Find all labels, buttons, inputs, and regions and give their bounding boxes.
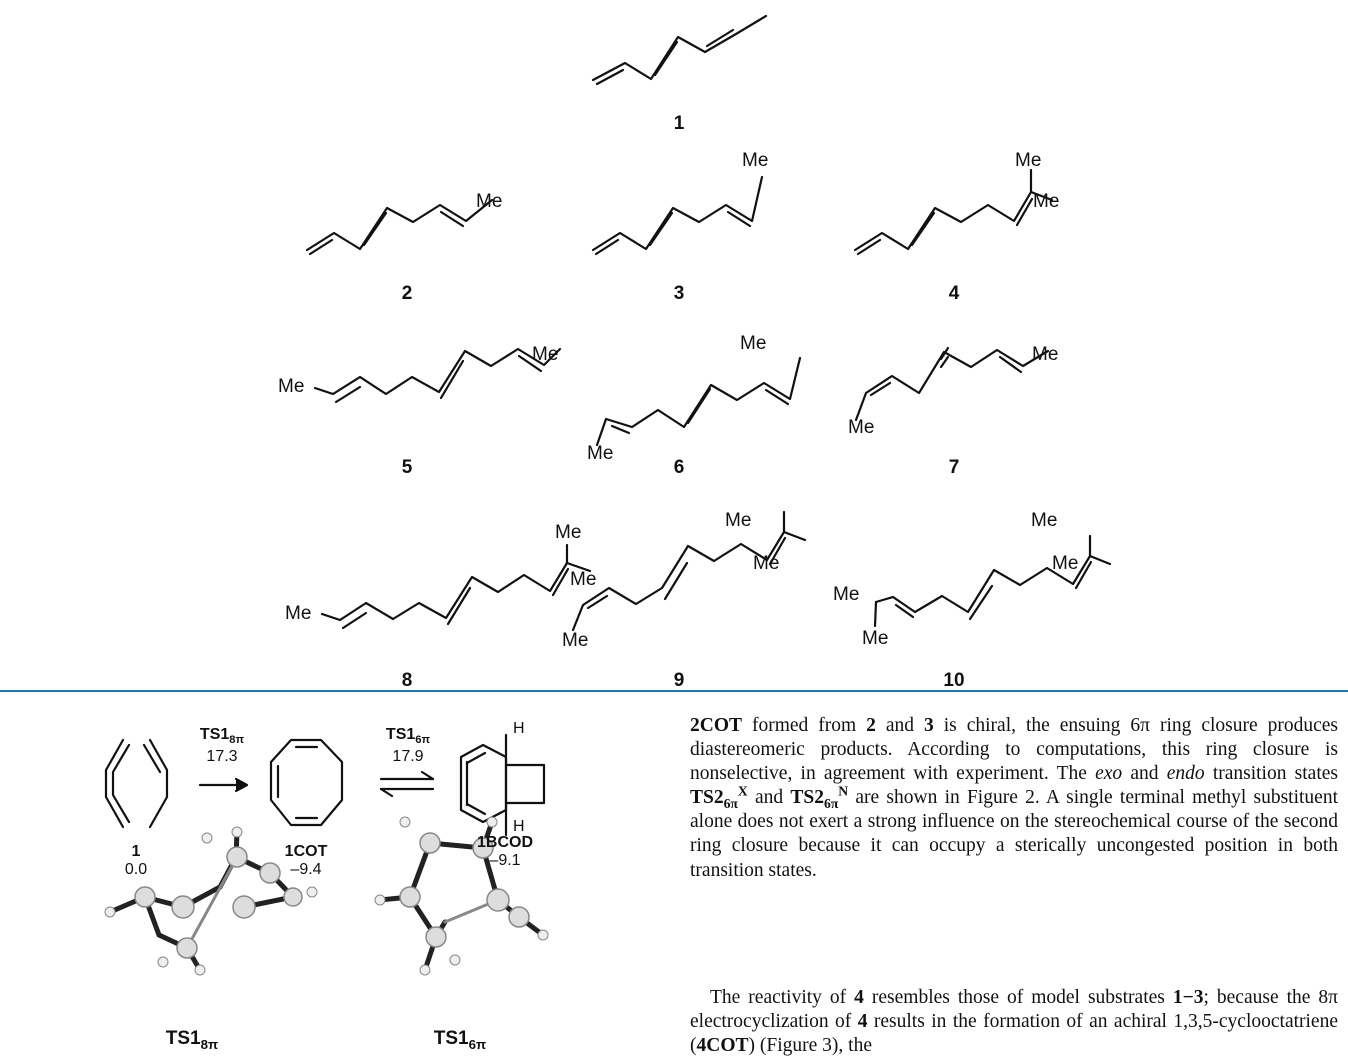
ring-structure-1cot [269, 738, 344, 827]
me-label-10a: Me [833, 584, 860, 605]
structure-8 [320, 543, 592, 630]
me-label-5b: Me [532, 344, 559, 365]
me-label-4a: Me [1015, 150, 1042, 171]
me-label-7a: Me [848, 417, 875, 438]
compound-label-3: 3 [673, 283, 685, 304]
me-label-10b: Me [862, 628, 889, 649]
ts-6pi-energy: 17.9 [392, 748, 424, 765]
compound-label-1: 1 [673, 113, 685, 134]
me-label-5a: Me [278, 376, 305, 397]
bcod-label: 1BCOD [476, 834, 534, 851]
cpd1-label: 1 [131, 843, 141, 860]
me-label-8a: Me [285, 603, 312, 624]
me-label-8c: Me [570, 569, 597, 590]
geom-ts6-label: TS16π [433, 1028, 487, 1052]
compound-label-2: 2 [401, 283, 413, 304]
me-label-2: Me [476, 191, 503, 212]
paragraph-2: The reactivity of 4 resembles those of m… [690, 987, 1338, 1057]
structure-10 [873, 534, 1112, 628]
structure-1 [591, 14, 768, 86]
me-label-9c: Me [753, 553, 780, 574]
structure-4 [853, 168, 1054, 256]
me-label-8b: Me [555, 522, 582, 543]
equilibrium-arrows [379, 770, 435, 798]
me-label-10d: Me [1052, 553, 1079, 574]
me-label-4b: Me [1033, 191, 1060, 212]
bcod-h-bottom: H [513, 818, 525, 835]
structure-9 [571, 510, 807, 632]
cot-label: 1COT [284, 843, 328, 860]
compound-label-10: 10 [943, 670, 965, 691]
compound-label-9: 9 [673, 670, 685, 691]
cot-energy: –9.4 [290, 861, 322, 878]
me-label-9b: Me [725, 510, 752, 531]
compound-label-8: 8 [401, 670, 413, 691]
compound-label-6: 6 [673, 457, 685, 478]
ts1-6pi-geometry [374, 816, 549, 976]
structure-2 [305, 198, 494, 256]
structure-5 [313, 347, 562, 404]
compound-label-4: 4 [948, 283, 960, 304]
compound-label-5: 5 [401, 457, 413, 478]
reaction-arrow-8pi [198, 777, 249, 793]
geom-ts8-label: TS18π [165, 1028, 219, 1052]
cpd1-energy: 0.0 [124, 861, 148, 878]
ts-8pi-arrow-label: TS18π [199, 726, 245, 747]
bcod-energy: –9.1 [489, 852, 521, 869]
ts-8pi-energy: 17.3 [206, 748, 238, 765]
me-label-7b: Me [1032, 344, 1059, 365]
ts1-8pi-geometry [104, 826, 318, 976]
me-label-10c: Me [1031, 510, 1058, 531]
compound-label-7: 7 [948, 457, 960, 478]
section-divider [0, 690, 1348, 692]
structure-6 [595, 356, 802, 447]
me-label-6a: Me [587, 443, 614, 464]
me-label-3: Me [742, 150, 769, 171]
structure-3 [591, 175, 764, 256]
ts-6pi-arrow-label: TS16π [385, 726, 431, 747]
bcod-h-top: H [513, 720, 525, 737]
me-label-6b: Me [740, 333, 767, 354]
ring-structure-1bcod [459, 733, 546, 837]
paragraph-1: 2COT formed from 2 and 3 is chiral, the … [690, 715, 1339, 881]
structure-7 [854, 346, 1050, 422]
me-label-9a: Me [562, 630, 589, 651]
ring-structure-1 [104, 738, 169, 829]
